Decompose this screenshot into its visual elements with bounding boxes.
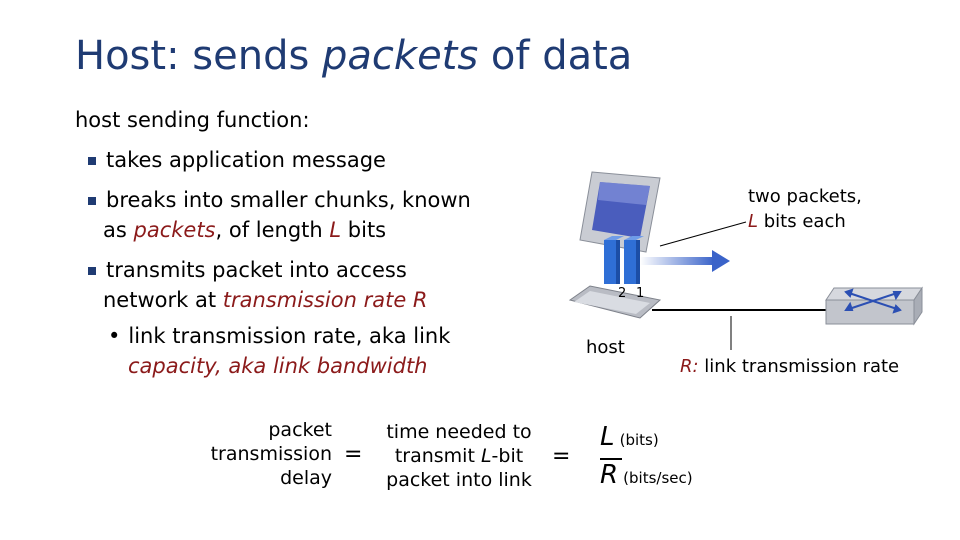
bullet-marker	[88, 197, 96, 205]
monitor-icon	[579, 171, 661, 253]
text-span: network at	[103, 288, 223, 312]
transmission-rate-term: transmission rate R	[222, 288, 428, 312]
fraction-denominator: R (bits/sec)	[600, 460, 693, 490]
router-icon	[825, 286, 923, 326]
bullet-marker	[88, 267, 96, 275]
R-term: R:	[680, 356, 699, 377]
rate-label: R: link transmission rate	[680, 356, 899, 378]
denominator-unit: (bits/sec)	[623, 469, 693, 487]
equation-left-line3: delay	[280, 467, 332, 489]
sub-bullet-marker: •	[108, 324, 121, 348]
bullet-1-text: takes application message	[106, 148, 386, 172]
equals-sign: =	[552, 444, 571, 469]
L-term: L	[748, 211, 759, 232]
bullet-3: transmits packet into access	[88, 257, 407, 283]
equation-middle-line3: packet into link	[386, 469, 532, 491]
text-span: link transmission rate	[698, 356, 900, 377]
numerator-unit: (bits)	[619, 431, 659, 449]
packet-number-2: 2	[618, 286, 627, 301]
bullet-marker	[88, 157, 96, 165]
bullet-2-line2: as packets, of length L bits	[103, 217, 386, 243]
packet-icon	[604, 236, 624, 284]
equation-left: packet transmission delay	[200, 418, 332, 490]
equals-sign: =	[344, 442, 363, 467]
page-title: Host: sends packets of data	[75, 30, 632, 82]
label-pointer-line	[659, 221, 747, 247]
transmission-arrow	[640, 250, 730, 272]
sub-bullet-line1: link transmission rate, aka link	[128, 324, 451, 348]
equation-left-line2: transmission	[210, 443, 332, 465]
bullet-2-line1: breaks into smaller chunks, known	[106, 188, 471, 212]
packets-label-line2: L bits each	[748, 211, 846, 233]
bullet-3-line1: transmits packet into access	[106, 258, 407, 282]
L-term: L	[480, 445, 492, 467]
title-prefix: Host: sends	[75, 33, 323, 79]
sub-bullet-line2: capacity, aka link bandwidth	[128, 354, 428, 378]
L-term: L	[329, 218, 342, 242]
text-span: bits each	[758, 211, 846, 232]
text-span: transmit	[394, 445, 481, 467]
text-span: -bit	[491, 445, 524, 467]
packet-number-1: 1	[636, 286, 645, 301]
numerator-symbol: L	[600, 422, 615, 452]
fraction-bar	[600, 458, 622, 460]
text-span: as	[103, 218, 134, 242]
packets-term: packets	[133, 218, 216, 242]
equation-middle-line2: transmit L-bit	[378, 444, 540, 468]
bullet-3-line2: network at transmission rate R	[103, 287, 428, 313]
title-emphasis: packets	[322, 33, 479, 79]
denominator-symbol: R	[600, 460, 619, 490]
text-span: , of length	[215, 218, 330, 242]
equation-left-line1: packet	[268, 419, 332, 441]
packet-icon	[624, 236, 644, 284]
fraction-numerator: L (bits)	[600, 422, 659, 452]
intro-text: host sending function:	[75, 108, 310, 132]
bullet-1: takes application message	[88, 147, 386, 173]
text-span: bits	[341, 218, 387, 242]
equation-middle-line1: time needed to	[386, 421, 532, 443]
equation-middle: time needed to transmit L-bit packet int…	[378, 420, 540, 492]
title-suffix: of data	[478, 33, 633, 79]
bullet-2: breaks into smaller chunks, known	[88, 187, 471, 213]
sub-bullet: • link transmission rate, aka link	[108, 323, 450, 349]
keyboard-icon	[568, 285, 662, 319]
host-label: host	[586, 337, 625, 358]
packets-label-line1: two packets,	[748, 186, 862, 207]
